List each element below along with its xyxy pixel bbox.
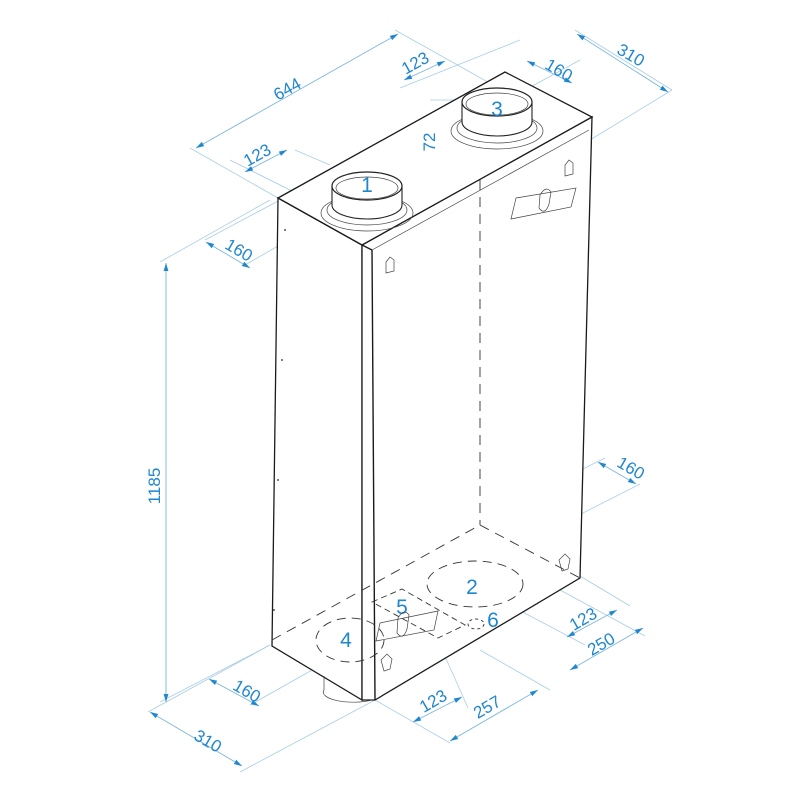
hook-icon (380, 653, 393, 672)
dim-257: 257 (470, 692, 504, 723)
mounting-brackets (375, 159, 577, 672)
bracket-top-icon (510, 187, 577, 220)
dim-644-line (195, 33, 399, 149)
dim-160-top-line (526, 60, 573, 84)
hook-icon (564, 159, 574, 177)
port-3-label: 3 (491, 98, 503, 121)
hook-icon (385, 256, 395, 274)
hook-icon (558, 553, 571, 572)
dim-123-top-right: 123 (398, 48, 432, 78)
port-5-label: 5 (396, 596, 408, 619)
dimension-lines (149, 33, 669, 767)
dim-160-bottom-left-line (208, 678, 260, 707)
dim-310-top-line (576, 33, 669, 93)
dim-123-top-left: 123 (240, 140, 274, 170)
dim-160-top: 160 (542, 55, 576, 86)
dim-123-right: 123 (566, 604, 600, 635)
dim-123-top-left-line (244, 149, 288, 173)
dim-160-left-line (205, 241, 251, 269)
dim-123-top-right-line (403, 60, 446, 81)
port-3-spigot: 3 (450, 87, 544, 150)
dim-123-bottom: 123 (416, 686, 450, 717)
dim-1185: 1185 (145, 468, 164, 505)
dim-310-bottom: 310 (191, 726, 225, 757)
dim-310-bottom-line (149, 711, 243, 767)
dim-250: 250 (584, 629, 618, 660)
dim-250-line (569, 627, 644, 671)
bottom-ports: 2 4 5 6 (315, 560, 524, 703)
dim-160-left: 160 (222, 235, 256, 266)
dim-160-bottom-left: 160 (230, 676, 264, 707)
port-1-spigot: 1 (320, 171, 414, 232)
dim-160-right: 160 (614, 453, 648, 484)
port-4-label: 4 (340, 629, 352, 652)
port-2-label: 2 (466, 576, 478, 599)
left-face (271, 196, 363, 702)
bracket-bottom-icon (375, 610, 439, 642)
dim-160-right-line (597, 461, 637, 485)
dim-257-line (449, 689, 539, 742)
port-1-label: 1 (361, 174, 373, 197)
dim-72: 72 (420, 133, 439, 152)
dim-310-top: 310 (614, 40, 648, 71)
port-6-label: 6 (487, 609, 499, 632)
dim-644: 644 (270, 74, 304, 104)
unit-body (271, 71, 594, 702)
